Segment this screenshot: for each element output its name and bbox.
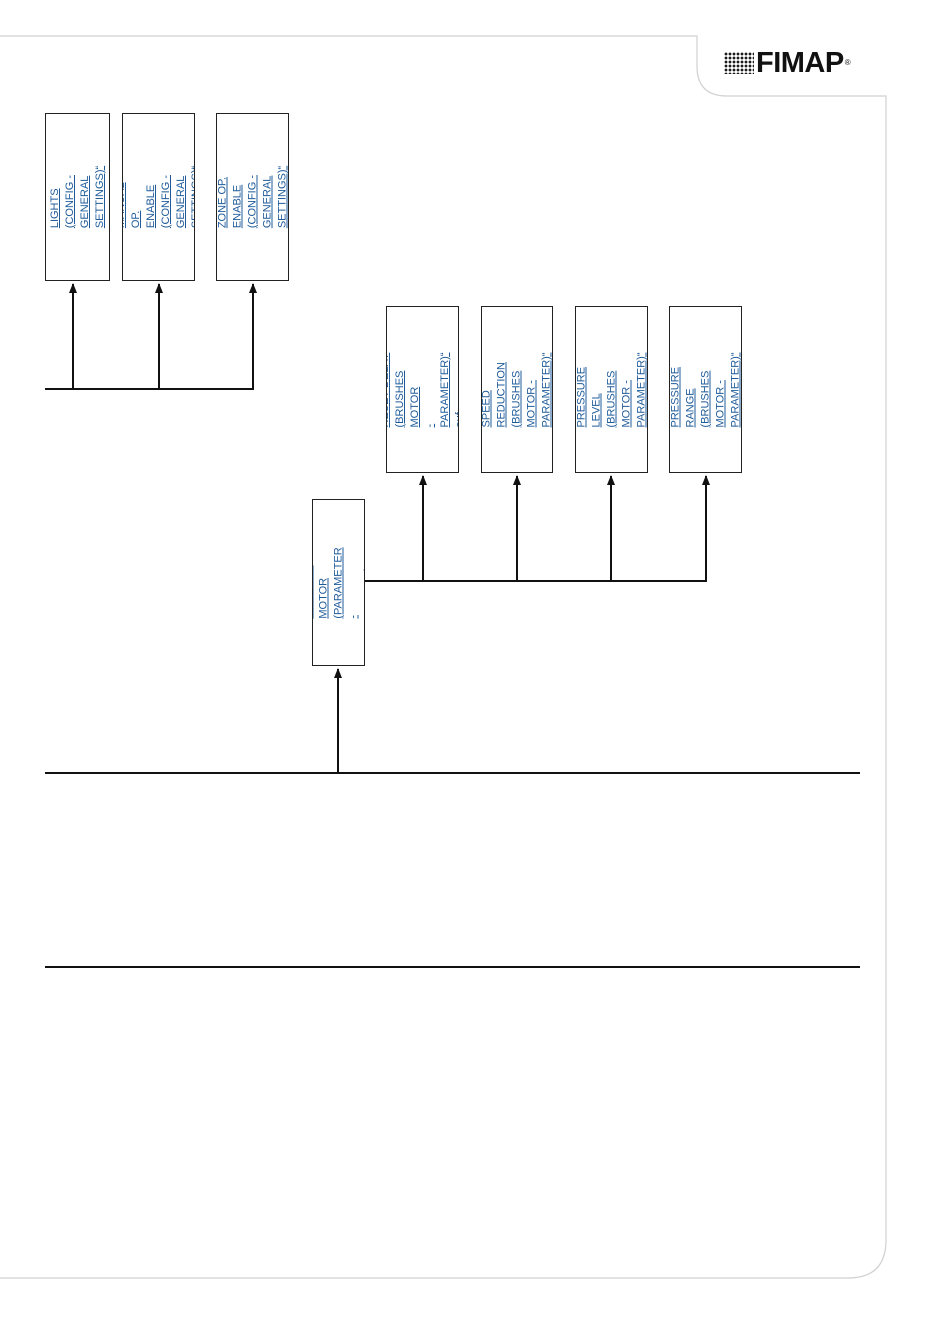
logo-dot-grid-icon (724, 52, 754, 74)
connector-group-general-settings (45, 283, 257, 390)
logo-text: FIMAP (756, 47, 844, 79)
link-manual-op[interactable]: „MENÜ MANUAL OP. ENABLE (CONFIG - GENERA… (122, 165, 195, 229)
menu-box-hazard-lights: „MENÜ HAZARD LIGHTS (CONFIG - GENERAL SE… (45, 113, 110, 281)
registered-mark: ® (844, 58, 851, 67)
menu-box-pressure-level: „MENÜ PRESSURE LEVEL (BRUSHES MOTOR - PA… (575, 306, 648, 473)
menu-box-speed-reduction: „MENÜ SPEED REDUCTION (BRUSHES MOTOR - P… (481, 306, 553, 473)
link-speed-reduction[interactable]: „MENÜ SPEED REDUCTION (BRUSHES MOTOR - P… (481, 352, 553, 427)
link-reset-delay[interactable]: „MENÜ RESET DELAY (BRUSHES MOTOR - PARAM… (386, 352, 459, 427)
link-pressure-level[interactable]: „MENÜ PRESSURE LEVEL (BRUSHES MOTOR - PA… (575, 352, 647, 427)
link-brushes-motor[interactable]: „MENÜ BRUSHES MOTOR (PARAMETER - SERVICE… (312, 546, 365, 619)
link-hazard-lights[interactable]: „MENÜ HAZARD LIGHTS (CONFIG - GENERAL SE… (48, 165, 110, 229)
menu-box-manual-op: „MENÜ MANUAL OP. ENABLE (CONFIG - GENERA… (122, 113, 195, 281)
page-border (0, 35, 887, 1279)
link-zone-op[interactable]: „MENÜ ZONE OP. ENABLE (CONFIG - GENERAL … (216, 165, 288, 229)
fimap-logo: FIMAP ® (724, 48, 851, 78)
link-pressure-range[interactable]: „MENÜ PRESSURE RANGE (BRUSHES MOTOR - PA… (669, 352, 741, 427)
menu-box-zone-op: „MENÜ ZONE OP. ENABLE (CONFIG - GENERAL … (216, 113, 289, 281)
menu-box-reset-delay: „MENÜ RESET DELAY (BRUSHES MOTOR - PARAM… (386, 306, 459, 473)
connector-group-main (45, 668, 860, 968)
connector-group-brushes-motor (365, 475, 710, 582)
menu-box-pressure-range: „MENÜ PRESSURE RANGE (BRUSHES MOTOR - PA… (669, 306, 742, 473)
menu-box-brushes-motor: „MENÜ BRUSHES MOTOR (PARAMETER - SERVICE… (312, 499, 365, 666)
